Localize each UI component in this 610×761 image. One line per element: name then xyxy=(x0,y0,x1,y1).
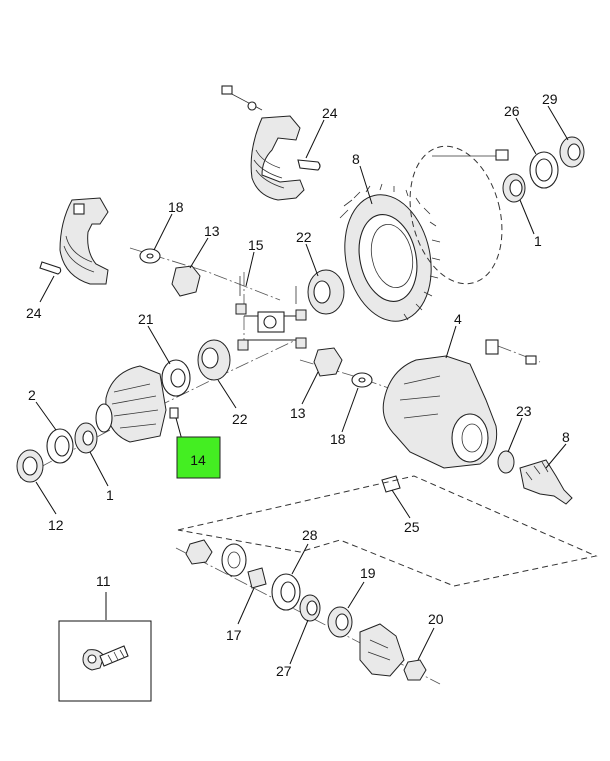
pinion-subassembly-outline xyxy=(177,475,598,587)
thrust-washer-21 xyxy=(161,359,191,397)
callout-12: 12 xyxy=(48,517,64,533)
callout-23: 23 xyxy=(516,403,532,419)
bearing-cap-upper xyxy=(221,85,321,201)
callout-18-upper: 18 xyxy=(168,199,184,215)
bearing-1-lower xyxy=(74,422,98,454)
washer-subassembly xyxy=(221,543,247,577)
highlight-callout-14[interactable]: 14 xyxy=(176,436,221,479)
thrust-washer-lower xyxy=(351,372,373,388)
callout-11: 11 xyxy=(96,573,111,589)
bearing-adjuster-12 xyxy=(16,449,44,483)
callout-24-top: 24 xyxy=(322,105,338,121)
bearing-cap-left xyxy=(39,197,109,285)
callout-22-upper: 22 xyxy=(296,229,312,245)
bushing-25 xyxy=(381,475,401,493)
callout-8-ring-gear: 8 xyxy=(352,151,360,167)
callout-1-upper: 1 xyxy=(534,233,542,249)
callout-28: 28 xyxy=(302,527,318,543)
callout-27: 27 xyxy=(276,663,292,679)
callout-29: 29 xyxy=(542,91,558,107)
callout-8-pinion: 8 xyxy=(562,429,570,445)
callout-13-lower: 13 xyxy=(290,405,306,421)
bearing-cone-29 xyxy=(559,136,585,168)
yoke-flange xyxy=(359,623,405,677)
callout-18-lower: 18 xyxy=(330,431,346,447)
callout-2: 2 xyxy=(28,387,36,403)
bearing-cone-27 xyxy=(299,594,321,622)
thrust-washer-upper xyxy=(139,248,161,264)
pinion-gear-upper xyxy=(171,265,201,297)
callout-24-left: 24 xyxy=(26,305,42,321)
pinion-gear-lower xyxy=(313,347,343,377)
side-gear-upper xyxy=(307,269,345,315)
callout-13-upper: 13 xyxy=(204,223,220,239)
callout-25: 25 xyxy=(404,519,420,535)
callout-21: 21 xyxy=(138,311,154,327)
differential-case xyxy=(95,365,179,443)
bearing-1-upper xyxy=(502,173,526,203)
bearing-cup-28 xyxy=(271,573,301,611)
breather-fitting xyxy=(485,339,537,365)
bearing-cup-26 xyxy=(529,151,559,189)
callout-19: 19 xyxy=(360,565,376,581)
callout-22-lower: 22 xyxy=(232,411,248,427)
highlight-callout-label: 14 xyxy=(190,452,206,468)
bearing-cup-2 xyxy=(46,428,74,464)
bearing-23 xyxy=(497,450,515,474)
callout-leaders xyxy=(35,105,569,665)
callout-20: 20 xyxy=(428,611,444,627)
side-gear-lower xyxy=(197,339,231,381)
callout-15: 15 xyxy=(248,237,264,253)
spacer-17 xyxy=(247,567,267,589)
callout-1-lower: 1 xyxy=(106,487,114,503)
carrier-housing xyxy=(382,355,498,469)
ring-gear-outline-dashed xyxy=(409,145,503,285)
inset-bolt-box xyxy=(58,620,152,702)
callout-4: 4 xyxy=(454,311,462,327)
seal-19 xyxy=(327,606,353,638)
callout-17: 17 xyxy=(226,627,242,643)
spider-cross xyxy=(235,276,307,351)
ring-gear xyxy=(339,149,509,322)
yoke-nut-20 xyxy=(403,659,427,681)
drive-pinion xyxy=(519,459,573,505)
pinion-nut xyxy=(185,539,213,565)
callout-26: 26 xyxy=(504,103,520,119)
